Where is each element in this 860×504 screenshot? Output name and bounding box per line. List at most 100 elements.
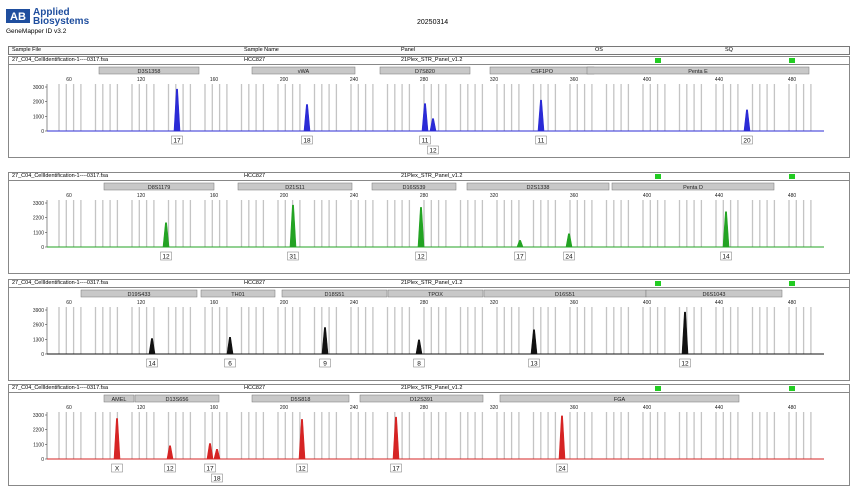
marker-bar — [371, 182, 457, 191]
allele-peak — [722, 211, 730, 248]
panel-value: 21Plex_STR_Panel_v1.2 — [401, 173, 463, 179]
marker-label: D2S1338 — [527, 185, 550, 191]
allele-peak — [558, 415, 566, 460]
allele-peak — [206, 443, 214, 460]
sample-file-value: 27_C04_CellIdentification-1----0317.fsa — [12, 280, 108, 286]
size-tick-label: 120 — [137, 405, 146, 411]
size-tick-label: 240 — [350, 300, 359, 306]
allele-call-label: 17 — [392, 465, 400, 472]
size-tick-label: 320 — [490, 300, 499, 306]
y-tick-label: 2600 — [33, 323, 44, 329]
size-tick-label: 240 — [350, 405, 359, 411]
sq-quality-flag — [789, 174, 795, 179]
allele-call-label: 12 — [429, 147, 437, 154]
allele-call-box — [204, 463, 216, 473]
y-tick-label: 0 — [41, 245, 44, 251]
allele-call-label: 12 — [162, 253, 170, 260]
allele-peak — [516, 240, 524, 248]
allele-call-box — [427, 145, 439, 155]
size-tick-label: 320 — [490, 405, 499, 411]
size-tick-label: 280 — [420, 77, 429, 83]
size-tick-label: 400 — [643, 405, 652, 411]
marker-bar — [251, 394, 350, 403]
y-tick-label: 3900 — [33, 308, 44, 314]
size-tick-label: 440 — [715, 77, 724, 83]
allele-call-box — [415, 251, 427, 261]
size-tick-label: 280 — [420, 193, 429, 199]
y-tick-label: 2200 — [33, 428, 44, 434]
col-os[interactable]: OS — [595, 47, 603, 53]
marker-bar — [237, 182, 353, 191]
size-tick-label: 400 — [643, 193, 652, 199]
allele-call-label: 12 — [166, 465, 174, 472]
y-tick-label: 3300 — [33, 201, 44, 207]
allele-call-label: 18 — [213, 475, 221, 482]
col-panel[interactable]: Panel — [401, 47, 416, 53]
allele-call-box — [419, 135, 431, 145]
col-sample-file[interactable]: Sample File — [12, 47, 42, 53]
size-tick-label: 400 — [643, 77, 652, 83]
svg-text:AB: AB — [10, 11, 26, 23]
marker-bar — [281, 289, 388, 298]
allele-call-label: 14 — [722, 253, 730, 260]
marker-bar — [103, 182, 215, 191]
sq-quality-flag — [789, 58, 795, 63]
marker-label: D5S818 — [291, 397, 311, 403]
allele-peak — [226, 336, 234, 355]
marker-bar — [499, 394, 740, 403]
allele-call-box — [679, 358, 691, 368]
marker-label: D13S656 — [166, 397, 189, 403]
allele-call-label: 17 — [516, 253, 524, 260]
size-tick-label: 400 — [643, 300, 652, 306]
allele-call-box — [211, 473, 223, 483]
marker-label: D7S820 — [415, 69, 435, 75]
marker-label: D21S11 — [285, 185, 304, 191]
marker-bar — [134, 394, 220, 403]
allele-peak — [392, 416, 400, 460]
allele-call-label: 11 — [538, 137, 545, 144]
marker-bar — [98, 66, 200, 75]
allele-peak — [681, 311, 689, 355]
size-tick-label: 320 — [490, 77, 499, 83]
electropherogram-panel-blue: 27_C04_CellIdentification-1----0317.fsa … — [8, 56, 850, 158]
allele-call-label: 13 — [530, 360, 538, 367]
sample-name-value: HCC827 — [244, 385, 266, 391]
sample-name-value: HCC827 — [244, 280, 266, 286]
allele-call-box — [413, 358, 425, 368]
marker-bar — [200, 289, 276, 298]
size-tick-label: 360 — [570, 300, 579, 306]
size-tick-label: 480 — [788, 77, 797, 83]
marker-label: vWA — [298, 69, 310, 75]
marker-bar — [645, 289, 783, 298]
y-tick-label: 0 — [41, 129, 44, 135]
sq-quality-flag — [789, 281, 795, 286]
allele-call-box — [563, 251, 575, 261]
allele-call-label: 14 — [148, 360, 156, 367]
allele-peak — [537, 99, 545, 132]
panel-value: 21Plex_STR_Panel_v1.2 — [401, 57, 463, 63]
col-sample-name[interactable]: Sample Name — [244, 47, 279, 53]
allele-peak — [148, 338, 156, 355]
y-tick-label: 2000 — [33, 100, 44, 106]
allele-call-box — [528, 358, 540, 368]
allele-call-label: 12 — [298, 465, 306, 472]
allele-call-box — [741, 135, 753, 145]
size-tick-label: 440 — [715, 193, 724, 199]
allele-call-label: 17 — [173, 137, 181, 144]
allele-peak — [429, 118, 437, 132]
allele-call-box — [111, 463, 123, 473]
marker-bar — [466, 182, 610, 191]
y-tick-label: 1000 — [33, 114, 44, 120]
size-tick-label: 480 — [788, 193, 797, 199]
allele-call-box — [301, 135, 313, 145]
marker-bar — [251, 66, 356, 75]
size-tick-label: 120 — [137, 77, 146, 83]
os-quality-flag — [655, 386, 661, 391]
allele-call-box — [296, 463, 308, 473]
allele-peak — [113, 418, 121, 460]
marker-label: D8S1179 — [148, 185, 171, 191]
col-sq[interactable]: SQ — [725, 47, 733, 53]
size-tick-label: 440 — [715, 300, 724, 306]
